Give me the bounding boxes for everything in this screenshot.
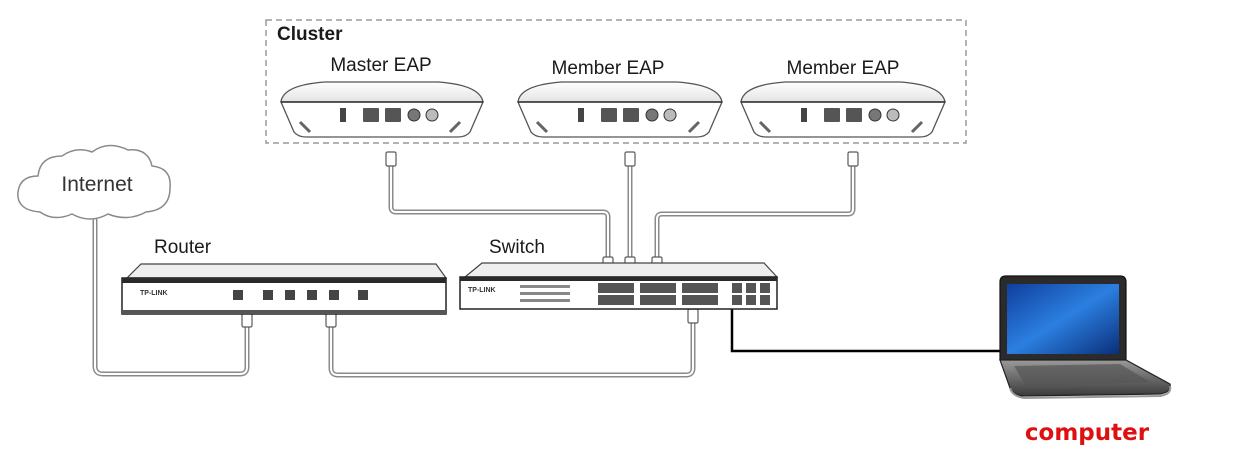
router-brand: TP-LINK	[140, 290, 168, 297]
eap-master: Master EAP	[280, 55, 484, 138]
cloud-label: Internet	[61, 173, 132, 196]
cable-internet-router	[92, 217, 250, 377]
cables	[92, 151, 1000, 378]
cable-member-eap2-switch	[654, 155, 856, 265]
cluster-label: Cluster	[277, 24, 343, 45]
cable-master-eap-switch	[388, 155, 611, 265]
laptop-screen	[1007, 284, 1119, 354]
cable-switch-computer	[730, 308, 1000, 353]
eap-label: Master EAP	[330, 55, 431, 76]
eap-member-1: Member EAP	[517, 58, 723, 138]
switch-brand: TP-LINK	[468, 287, 496, 294]
router-device: Router TP-LINK	[121, 237, 448, 315]
computer-label: computer	[1025, 420, 1150, 446]
eap-label: Member EAP	[552, 58, 665, 79]
internet-cloud: Internet	[17, 144, 171, 220]
laptop-computer	[999, 275, 1172, 400]
eap-member-2: Member EAP	[740, 58, 946, 138]
switch-label: Switch	[489, 237, 545, 258]
router-label: Router	[154, 237, 212, 258]
cluster-group: Cluster	[265, 19, 967, 144]
eap-label: Member EAP	[787, 58, 900, 79]
cloud-icon	[17, 144, 171, 220]
cable-router-switch	[328, 313, 696, 378]
cluster-box	[265, 19, 967, 144]
switch-device: Switch TP-LINK	[459, 237, 779, 310]
